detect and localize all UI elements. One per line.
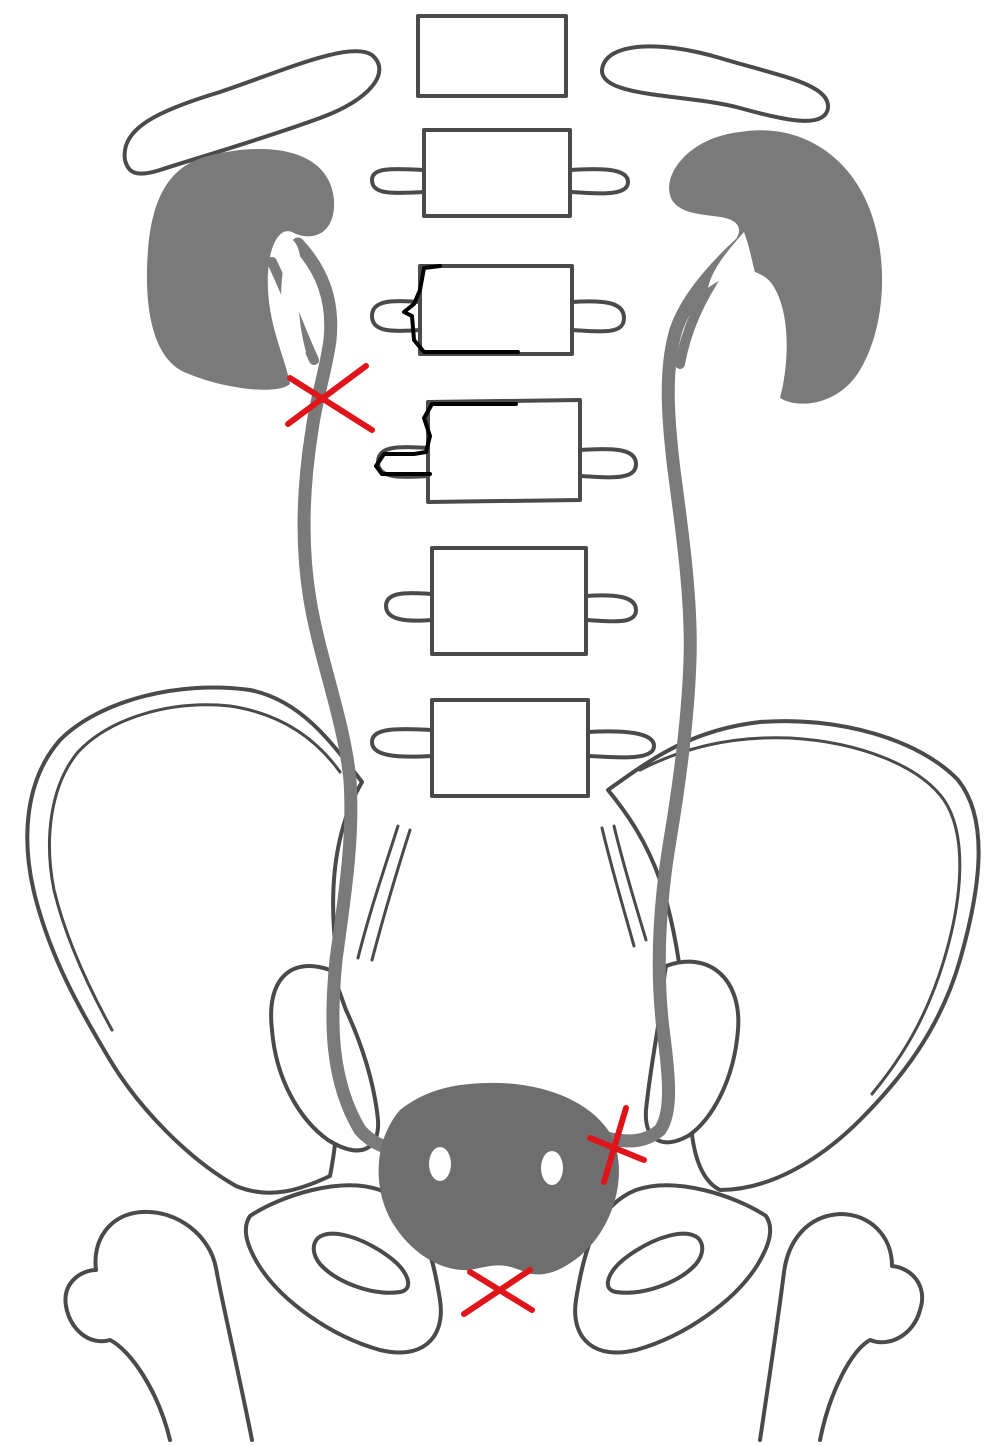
obstruction-marker-bladder-neck — [464, 1270, 532, 1314]
vertebra-6 — [372, 700, 654, 796]
ureteric-orifice-right — [541, 1151, 563, 1185]
vertebra-3 — [372, 266, 624, 354]
sacrum-right-line-2 — [614, 826, 646, 940]
vertebra-2 — [372, 130, 628, 216]
obstruction-marker-pelviureteric-junction — [288, 366, 372, 430]
ureteric-orifice-left — [429, 1147, 451, 1181]
vertebra-5 — [386, 548, 636, 654]
femur-left — [65, 1212, 252, 1440]
vertebra-1 — [418, 16, 566, 96]
vertebra-4 — [378, 400, 636, 502]
femur-right — [760, 1214, 922, 1440]
rib-right — [602, 46, 828, 120]
pelvis-left — [27, 687, 441, 1352]
bladder — [379, 1083, 619, 1275]
pelvis-right — [575, 721, 978, 1352]
kidney-right — [669, 130, 882, 403]
